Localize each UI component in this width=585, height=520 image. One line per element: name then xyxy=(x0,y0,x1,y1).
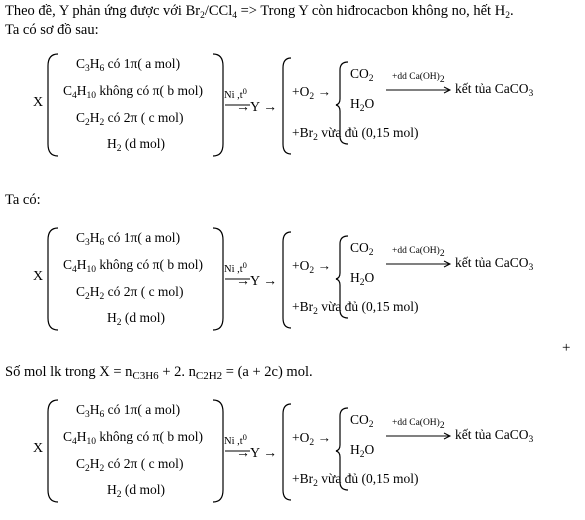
sub-c3h6: C3H6 xyxy=(132,370,159,382)
left-paren-x xyxy=(47,227,59,331)
ket-tua-label: kết tủa CaCO3 xyxy=(455,81,534,99)
right-paren-x xyxy=(212,227,224,331)
intro-line-1: Theo đề, Y phản ứng được với Br2/CCl4 =>… xyxy=(5,3,514,21)
co2-label: CO2 xyxy=(350,240,374,258)
c4h10-row: C4H10 không có π( b mol) xyxy=(63,83,203,101)
left-paren-y xyxy=(282,57,292,155)
h2o-label: H2O xyxy=(350,442,375,460)
br2-label: +Br2 vừa đủ (0,15 mol) xyxy=(292,125,419,143)
intro-text-b: /CCl xyxy=(204,3,233,19)
c4h10-row: C4H10 không có π( b mol) xyxy=(63,429,203,447)
left-brace-products xyxy=(335,61,349,145)
left-paren-x xyxy=(47,53,59,157)
mol-suffix: = (a + 2c) mol. xyxy=(222,364,313,380)
x-label: X xyxy=(33,441,44,456)
cond-label: Ni ,t0 xyxy=(224,260,247,275)
caoh-label: +dd Ca(OH)2 xyxy=(392,72,445,85)
co2-label: CO2 xyxy=(350,412,374,430)
caoh-arrowhead xyxy=(443,260,452,268)
arrow-to-y: →Y → xyxy=(236,100,278,115)
ket-tua-label: kết tủa CaCO3 xyxy=(455,255,534,273)
right-paren-x xyxy=(212,399,224,503)
x-label: X xyxy=(33,95,44,110)
h2o-label: H2O xyxy=(350,96,375,114)
cond-label: Ni ,t0 xyxy=(224,432,247,447)
h2-row: H2 (d mol) xyxy=(107,136,165,154)
c3h6-row: C3H6 có 1π( a mol) xyxy=(76,230,181,248)
cond-label: Ni ,t0 xyxy=(224,86,247,101)
c3h6-row: C3H6 có 1π( a mol) xyxy=(76,402,181,420)
c2h2-row: C2H2 có 2π ( c mol) xyxy=(76,284,184,302)
mol-prefix: Số mol lk trong X = n xyxy=(5,364,133,380)
scheme-1: X C3H6 có 1π( a mol) C4H10 không có π( b… xyxy=(0,44,585,174)
caoh-arrowhead xyxy=(443,86,452,94)
mol-mid: + 2. n xyxy=(158,364,196,380)
caoh-arrowhead xyxy=(443,432,452,440)
co2-label: CO2 xyxy=(350,66,374,84)
o2-label: +O2 → xyxy=(292,258,331,276)
sub-2b: 2 xyxy=(505,11,510,21)
scheme-2: X C3H6 có 1π( a mol) C4H10 không có π( b… xyxy=(0,218,585,348)
h2-row: H2 (d mol) xyxy=(107,482,165,500)
right-paren-x xyxy=(212,53,224,157)
intro-line-2: Ta có sơ đồ sau: xyxy=(5,22,99,38)
intro-text-a: Theo đề, Y phản ứng được với Br xyxy=(5,3,201,19)
intro-text-d: . xyxy=(509,3,514,19)
o2-label: +O2 → xyxy=(292,84,331,102)
left-brace-products xyxy=(335,407,349,491)
left-paren-y xyxy=(282,403,292,501)
left-brace-products xyxy=(335,235,349,319)
left-paren-x xyxy=(47,399,59,503)
arrow-to-y: →Y → xyxy=(236,274,278,289)
plus-mark: + xyxy=(562,340,571,356)
caoh-label: +dd Ca(OH)2 xyxy=(392,246,445,259)
ta-co-line: Ta có: xyxy=(5,192,41,208)
c4h10-row: C4H10 không có π( b mol) xyxy=(63,257,203,275)
scheme-brackets xyxy=(47,399,452,503)
c2h2-row: C2H2 có 2π ( c mol) xyxy=(76,456,184,474)
br2-label: +Br2 vừa đủ (0,15 mol) xyxy=(292,299,419,317)
caoh-label: +dd Ca(OH)2 xyxy=(392,418,445,431)
h2o-label: H2O xyxy=(350,270,375,288)
c2h2-row: C2H2 có 2π ( c mol) xyxy=(76,110,184,128)
arrow-to-y: →Y → xyxy=(236,446,278,461)
o2-label: +O2 → xyxy=(292,430,331,448)
intro-text-c: => Trong Y còn hiđrocacbon không no, hết… xyxy=(236,3,506,19)
sub-2: 2 xyxy=(200,11,205,21)
sub-c2h2: C2H2 xyxy=(195,370,223,382)
x-label: X xyxy=(33,269,44,284)
br2-label: +Br2 vừa đủ (0,15 mol) xyxy=(292,471,419,489)
scheme-brackets xyxy=(47,53,452,157)
scheme-3: X C3H6 có 1π( a mol) C4H10 không có π( b… xyxy=(0,390,585,520)
h2-row: H2 (d mol) xyxy=(107,310,165,328)
ket-tua-label: kết tủa CaCO3 xyxy=(455,427,534,445)
c3h6-row: C3H6 có 1π( a mol) xyxy=(76,56,181,74)
left-paren-y xyxy=(282,231,292,329)
scheme-brackets xyxy=(47,227,452,331)
sub-4: 4 xyxy=(232,11,237,21)
mol-line: Số mol lk trong X = nC3H6 + 2. nC2H2 = (… xyxy=(5,364,313,382)
